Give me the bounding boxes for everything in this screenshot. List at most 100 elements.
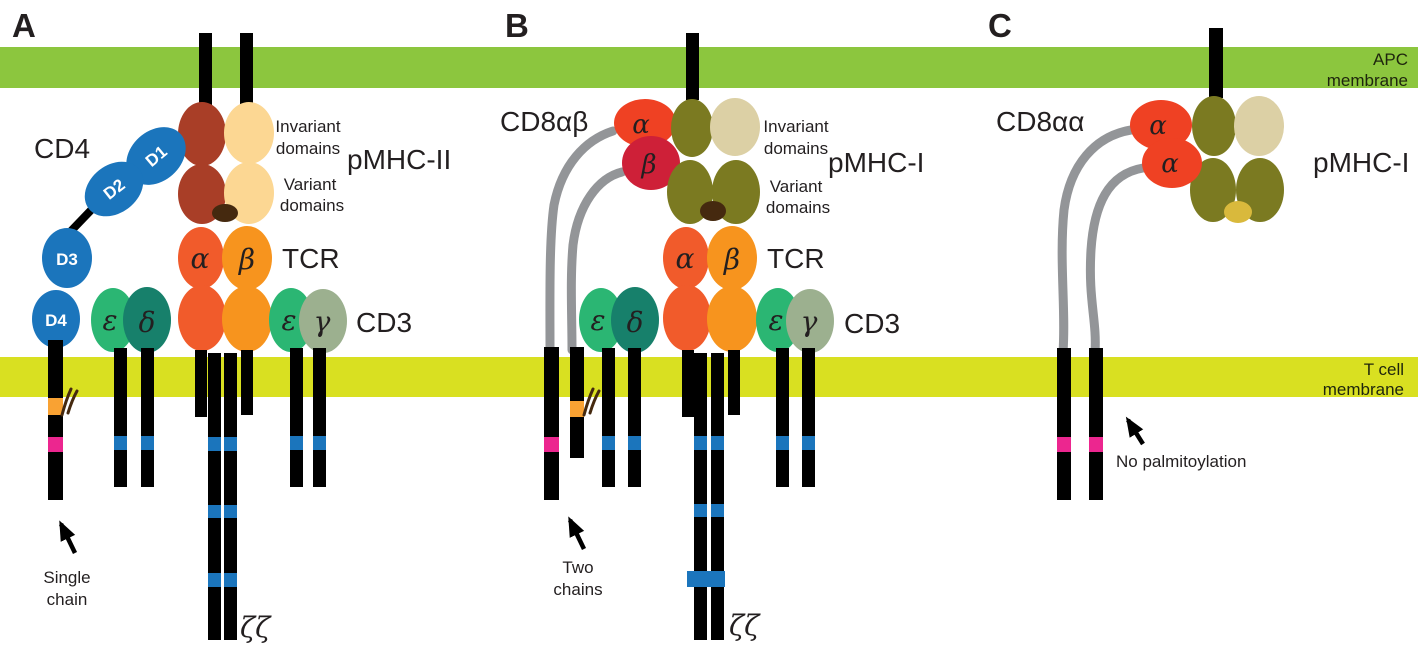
zeta-zeta-label: ζζ — [729, 609, 761, 642]
tcell-membrane-label-line1: T cell — [1364, 360, 1404, 379]
palmitoyl-lipid-squiggle — [588, 389, 601, 415]
cd3-delta — [611, 287, 659, 353]
mhc2-beta2-domain — [224, 162, 274, 224]
cd3-label: CD3 — [844, 308, 900, 339]
cd8-palmitoylation-band — [570, 401, 584, 417]
itam-band — [711, 504, 724, 517]
tcr-alpha-variable-domain — [178, 227, 224, 289]
cd3-epsilon-left-letter: ε — [590, 304, 605, 337]
cd8-alpha-tail — [544, 347, 559, 500]
apc-membrane-label-line1: APC — [1373, 50, 1408, 69]
tcr-beta-variable-domain — [707, 226, 757, 290]
cd8-basic-band — [544, 437, 559, 452]
variant-domains-label-line1: Variant — [284, 175, 337, 194]
cd3-gamma-tail — [313, 348, 326, 487]
no-palmitoylation-label: No palmitoylation — [1116, 452, 1246, 471]
tcr-beta-letter: β — [723, 243, 740, 276]
two-chains-arrow — [567, 516, 587, 550]
itam-band — [141, 436, 154, 450]
itam-band — [694, 504, 707, 517]
mhc2-beta1-domain — [224, 102, 274, 164]
tcr-beta-constant-domain — [707, 286, 757, 352]
cd3-delta-tail — [628, 348, 641, 487]
panel-b: B α β CD8αβ Invariant domains Variant do… — [500, 7, 924, 642]
cd3-delta-letter: δ — [627, 306, 644, 339]
panel-c: C α α CD8αα pMHC-I No palmitoylation — [988, 7, 1409, 500]
apc-membrane: APC membrane — [0, 47, 1418, 90]
single-chain-label-line2: chain — [47, 590, 88, 609]
cd3-gamma — [299, 289, 347, 353]
panel-a: A Invariant domains Variant domains pMHC… — [12, 7, 451, 644]
peptide — [700, 201, 726, 221]
cd4-tail-rod — [48, 340, 63, 500]
no-palmitoylation-arrow — [1125, 416, 1145, 446]
cd3-gamma — [786, 289, 834, 353]
mhc1-anchor-rod — [1209, 28, 1223, 98]
tcell-membrane-label-line2: membrane — [1323, 380, 1404, 399]
cd3-epsilon-right-letter: ε — [768, 304, 783, 337]
mhc2-alpha1-domain — [178, 102, 226, 166]
tcr-alpha-tail — [682, 350, 694, 417]
itam-band — [602, 436, 615, 450]
panel-a-letter: A — [12, 7, 36, 44]
tcr-alpha-constant-domain — [178, 285, 226, 351]
pmhc1-label: pMHC-I — [1313, 147, 1409, 178]
mhc1-b2m-domain — [1234, 96, 1284, 156]
mhc1-anchor-rod — [686, 33, 699, 100]
cd3-epsilon-right-letter: ε — [281, 304, 296, 337]
invariant-domains-label-line1: Invariant — [275, 117, 340, 136]
cd3-epsilon-right-tail — [290, 348, 303, 487]
itam-band — [313, 436, 326, 450]
cd3-delta-letter: δ — [139, 306, 156, 339]
tcr-beta-tail — [728, 350, 740, 415]
cd8-alpha2-domain — [1142, 138, 1202, 188]
tcr-alpha-letter: α — [191, 242, 210, 275]
itam-band — [224, 573, 237, 587]
cd3-epsilon-left — [579, 288, 623, 352]
palmitoyl-lipid-squiggle — [582, 387, 595, 417]
tcr-beta-constant-domain — [222, 286, 272, 352]
cd4-d3-label: D3 — [56, 250, 78, 269]
cd8ab-label: CD8αβ — [500, 106, 588, 137]
cd4-basic-band — [48, 437, 63, 452]
tcr-alpha-letter: α — [676, 242, 695, 275]
cd4-d4-domain — [32, 290, 80, 348]
mhc1-alpha1-domain — [1190, 158, 1236, 222]
mhc1-alpha3-domain — [671, 99, 713, 157]
peptide — [1224, 201, 1252, 223]
cd3-epsilon-left-tail — [114, 348, 127, 487]
pmhc1-label: pMHC-I — [828, 147, 924, 178]
cd8-alpha-domain — [614, 99, 676, 147]
cd8-basic-band — [1089, 437, 1103, 452]
mhc2-anchor-rod — [199, 33, 212, 106]
cd8-alpha1-letter: α — [1149, 111, 1167, 141]
zeta-zeta-label: ζζ — [240, 611, 272, 644]
tcr-beta-letter: β — [238, 243, 255, 276]
tcr-beta-tail — [241, 350, 253, 415]
cd8-beta-stalk — [566, 167, 627, 355]
cd8-beta-domain — [622, 136, 680, 190]
cd4-d3-domain — [42, 228, 92, 288]
tcr-alpha-tail — [195, 350, 207, 417]
two-chains-label-line2: chains — [553, 580, 602, 599]
zeta-chain-rod — [694, 353, 707, 640]
cd3-epsilon-left — [91, 288, 135, 352]
variant-domains-label-line2: domains — [280, 196, 344, 215]
pmhc2-label: pMHC-II — [347, 144, 451, 175]
cd8-alpha1-tail — [1057, 348, 1071, 500]
tcr-beta-variable-domain — [222, 226, 272, 290]
cd4-palmitoylation-band — [48, 398, 63, 415]
cd3-gamma-letter: γ — [314, 305, 331, 338]
zeta-chain-rod — [208, 353, 221, 640]
itam-band — [711, 436, 724, 450]
cd3-delta-tail — [141, 348, 154, 487]
cd8-basic-band — [1057, 437, 1071, 452]
cd3-epsilon-right-tail — [776, 348, 789, 487]
palmitoyl-lipid-squiggle — [60, 387, 73, 417]
tcr-label: TCR — [282, 243, 340, 274]
itam-band — [628, 436, 641, 450]
panel-b-letter: B — [505, 7, 529, 44]
mhc2-anchor-rod — [240, 33, 253, 106]
single-chain-label-line1: Single — [43, 568, 90, 587]
